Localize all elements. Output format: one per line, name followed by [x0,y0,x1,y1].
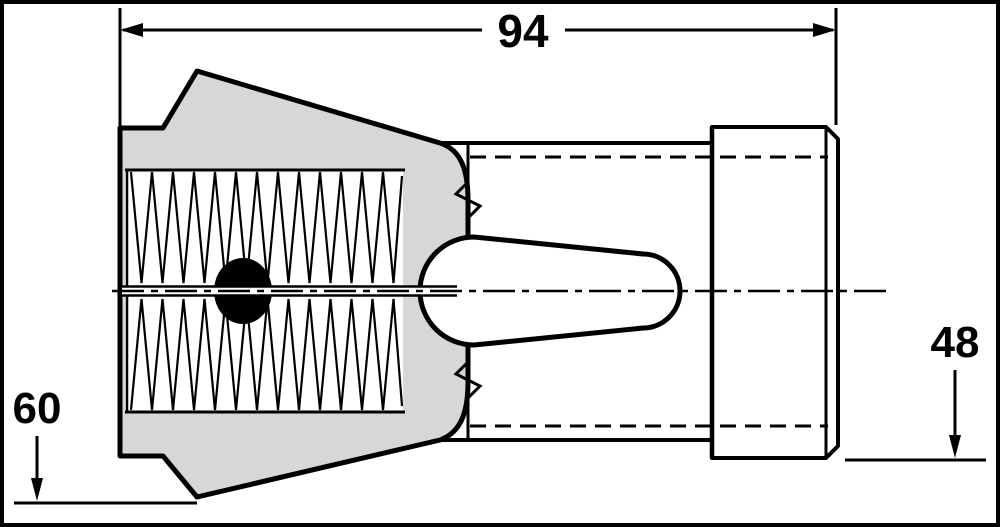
dimension-overall-length: 94 [118,5,838,128]
dimension-label-front-diameter: 60 [13,384,62,433]
break-lines [453,145,483,438]
dimension-label-shank-diameter: 48 [931,318,980,367]
arrowhead-left-icon [120,23,143,37]
break-line-top [453,145,483,238]
dimension-front-diameter: 60 [13,384,197,505]
arrowhead-down-48-icon [949,435,961,458]
arrowhead-right-icon [813,23,836,37]
shank-end-cap [709,125,840,460]
collet-body-middle [440,141,712,442]
shank-outline [710,125,840,460]
dimension-label-overall-length: 94 [497,5,549,57]
break-line-bottom [453,346,483,438]
collet-head [117,68,471,500]
hidden-bore-lines [470,155,828,428]
dimension-shank-diameter: 48 [845,318,986,462]
arrowhead-down-60-icon [31,478,43,501]
